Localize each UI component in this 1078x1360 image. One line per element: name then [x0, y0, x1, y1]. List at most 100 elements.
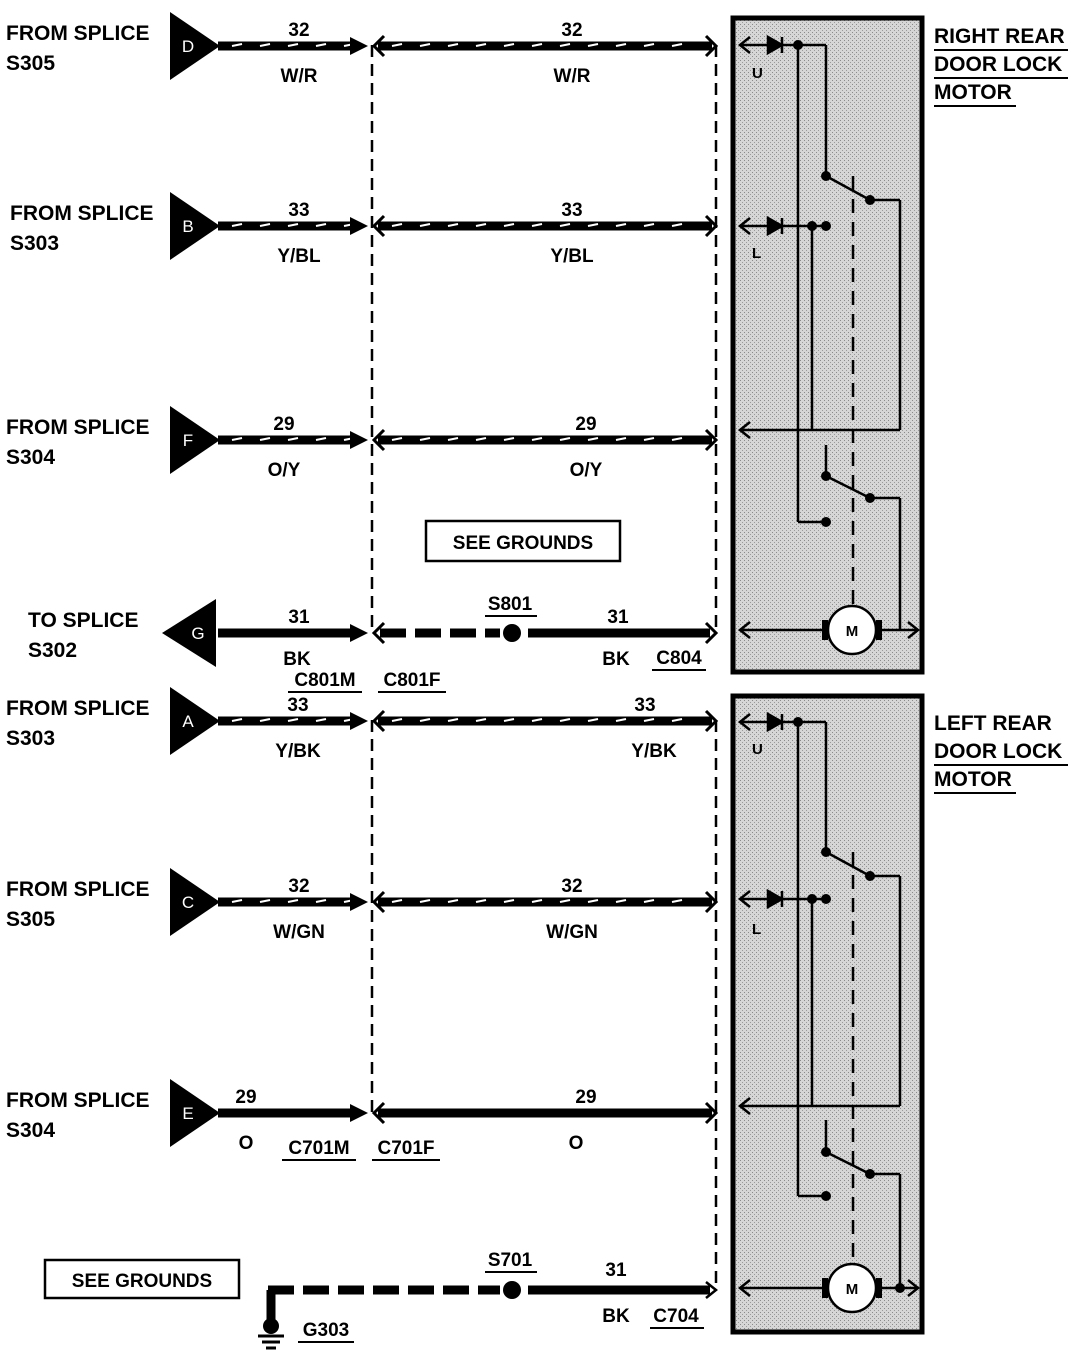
- ground-symbol-icon: G303: [258, 1318, 354, 1350]
- note-text: SEE GROUNDS: [453, 533, 593, 554]
- connector-tag-icon: [170, 192, 220, 260]
- wire-circuit-number: 32: [561, 20, 582, 41]
- connector-tag-letter: C: [182, 893, 194, 912]
- left-rear-motor-box: [730, 693, 925, 1335]
- wire-circuit-number: 33: [287, 695, 308, 716]
- wire-circuit-number: 29: [575, 414, 596, 435]
- wire-color-code: W/GN: [546, 922, 598, 943]
- connector-tag-letter: A: [182, 712, 194, 731]
- wire-color-code: BK: [283, 649, 311, 670]
- wire-source-label: FROM SPLICE: [6, 22, 150, 45]
- wire-source-label: S303: [10, 232, 59, 255]
- wire-source-label: S303: [6, 727, 55, 750]
- wire-circuit-number: 33: [288, 200, 309, 221]
- left-motor-symbol: M: [822, 1262, 882, 1314]
- right-rear-motor-box: [730, 15, 925, 675]
- right-motor-nodes: [793, 40, 875, 527]
- wire-circuit-number: 31: [288, 607, 310, 628]
- component-name-line: DOOR LOCK: [934, 740, 1062, 763]
- wire-circuit-number: 31: [605, 1260, 627, 1281]
- wire-source-label: S305: [6, 52, 55, 75]
- wire-color-code: Y/BL: [550, 246, 594, 267]
- wire-circuit-number: 29: [235, 1087, 256, 1108]
- wire-color-code: W/GN: [273, 922, 325, 943]
- connector-label: C804: [656, 648, 702, 669]
- connector-tag-letter: B: [182, 217, 193, 236]
- splice-label: S801: [488, 594, 533, 615]
- note-text: SEE GROUNDS: [72, 1271, 212, 1292]
- wire-source-label: S302: [28, 639, 77, 662]
- switch-label-lock: L: [752, 245, 761, 262]
- ground-circuit: S701 31 BK C704: [266, 1250, 719, 1329]
- wire-circuit-number: 32: [561, 876, 582, 897]
- switch-label-lock: L: [752, 921, 761, 938]
- wire-source-label: FROM SPLICE: [6, 416, 150, 439]
- connector-label: C801F: [383, 670, 440, 691]
- wire-color-code: W/R: [281, 66, 318, 87]
- wire-source-label: FROM SPLICE: [6, 697, 150, 720]
- switch-label-up: U: [752, 741, 763, 758]
- left-rear-motor-name: LEFT REAR DOOR LOCK MOTOR: [934, 712, 1068, 794]
- wire-source-label: FROM SPLICE: [6, 878, 150, 901]
- component-name-line: MOTOR: [934, 81, 1012, 104]
- connector-tag-icon: [170, 12, 220, 80]
- connector-tag-icon: [170, 687, 220, 755]
- left-motor-arrows: [737, 713, 921, 1297]
- wire-circuit-number: 32: [288, 876, 309, 897]
- connector-tag-icon: [162, 599, 216, 667]
- connector-tag-letter: F: [183, 431, 193, 450]
- wire-row: FROM SPLICE S303 B 33Y/BL 33Y/BL: [10, 192, 719, 267]
- wire-circuit-number: 31: [607, 607, 629, 628]
- component-name-line: LEFT REAR: [934, 712, 1052, 735]
- wire-circuit-number: 29: [273, 414, 294, 435]
- wire-circuit-number: 29: [575, 1087, 596, 1108]
- wire-color-code: O/Y: [268, 460, 301, 481]
- left-motor-nodes: [793, 717, 905, 1293]
- connector-tag-icon: [170, 1079, 220, 1147]
- component-name-line: RIGHT REAR: [934, 25, 1065, 48]
- wire-source-label: FROM SPLICE: [10, 202, 154, 225]
- wire-row: FROM SPLICE S304 E 29O 29O: [6, 1079, 719, 1154]
- wire-color-code: O: [239, 1133, 254, 1154]
- wire-circuit-number: 32: [288, 20, 309, 41]
- right-motor-arrows: [737, 36, 921, 639]
- wire-color-code: Y/BL: [277, 246, 321, 267]
- splice-s801: S801: [380, 594, 710, 642]
- component-name-line: DOOR LOCK: [934, 53, 1062, 76]
- connector-tag-icon: [170, 406, 220, 474]
- connector-boundaries: [370, 45, 718, 1286]
- wire-color-code: O/Y: [570, 460, 603, 481]
- wire-source-label: FROM SPLICE: [6, 1089, 150, 1112]
- switch-label-up: U: [752, 65, 763, 82]
- splice-label: S701: [488, 1250, 533, 1271]
- wire-color-code: Y/BK: [631, 741, 677, 762]
- wire-row: FROM SPLICE S305 D 32W/R 32W/R: [6, 12, 719, 87]
- wire-color-code: O: [569, 1133, 584, 1154]
- ground-label: G303: [303, 1320, 349, 1341]
- wire-color-code: BK: [602, 649, 630, 670]
- wire-source-label: TO SPLICE: [28, 609, 138, 632]
- motor-label: M: [846, 1281, 859, 1298]
- connector-tag-letter: E: [182, 1104, 193, 1123]
- wire-circuit-number: 33: [561, 200, 582, 221]
- connector-tag-letter: G: [191, 624, 204, 643]
- wire-row: FROM SPLICE S304 F 29O/Y 29O/Y: [6, 406, 719, 481]
- wire-color-code: W/R: [554, 66, 591, 87]
- wire-color-code: BK: [602, 1306, 630, 1327]
- wire-source-label: S304: [6, 446, 55, 469]
- connector-label: C704: [653, 1306, 699, 1327]
- connector-tag-icon: [170, 868, 220, 936]
- connector-label: C701M: [288, 1138, 349, 1159]
- wire-color-code: Y/BK: [275, 741, 321, 762]
- see-grounds-note: SEE GROUNDS: [43, 1258, 241, 1300]
- see-grounds-note: SEE GROUNDS: [424, 519, 622, 563]
- connector-label: C801M: [294, 670, 355, 691]
- wire-source-label: S304: [6, 1119, 55, 1142]
- connector-tag-letter: D: [182, 37, 194, 56]
- right-rear-motor-name: RIGHT REAR DOOR LOCK MOTOR: [934, 25, 1068, 107]
